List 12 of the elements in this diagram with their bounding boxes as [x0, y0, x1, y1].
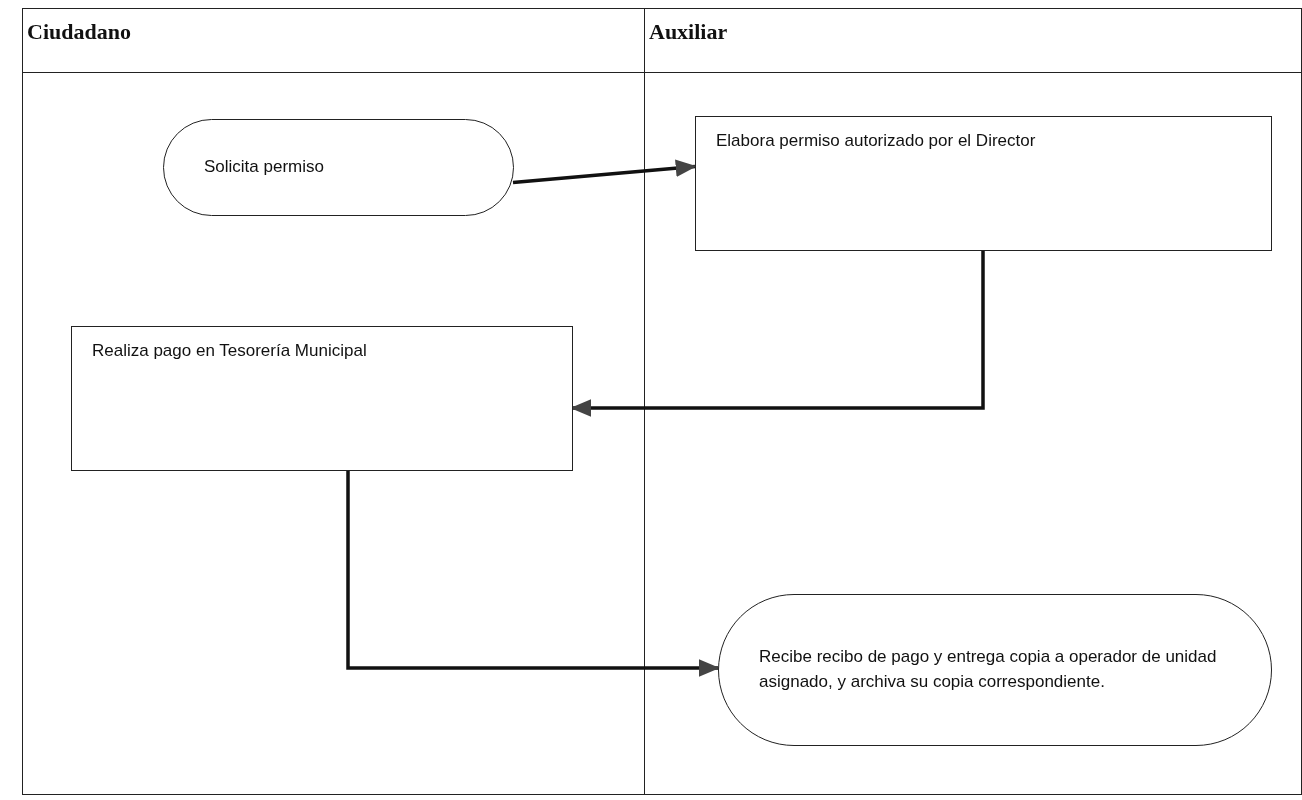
node-text: Solicita permiso	[204, 156, 324, 179]
arrow	[346, 470, 720, 677]
arrow	[512, 159, 697, 185]
swimlane	[22, 8, 645, 795]
process-box	[695, 116, 1272, 251]
node-text: Realiza pago en Tesorería Municipal	[92, 340, 367, 362]
lane-heading: Ciudadano	[23, 9, 644, 73]
swimlane	[645, 8, 1302, 795]
process-box	[71, 326, 573, 471]
node-text: Elabora permiso autorizado por el Director	[716, 130, 1036, 152]
lane-heading: Auxiliar	[645, 9, 1301, 73]
node-text: Recibe recibo de pago y entrega copia a operador de unidad asignado, y archiva su copia correspondiente.	[759, 646, 1218, 693]
